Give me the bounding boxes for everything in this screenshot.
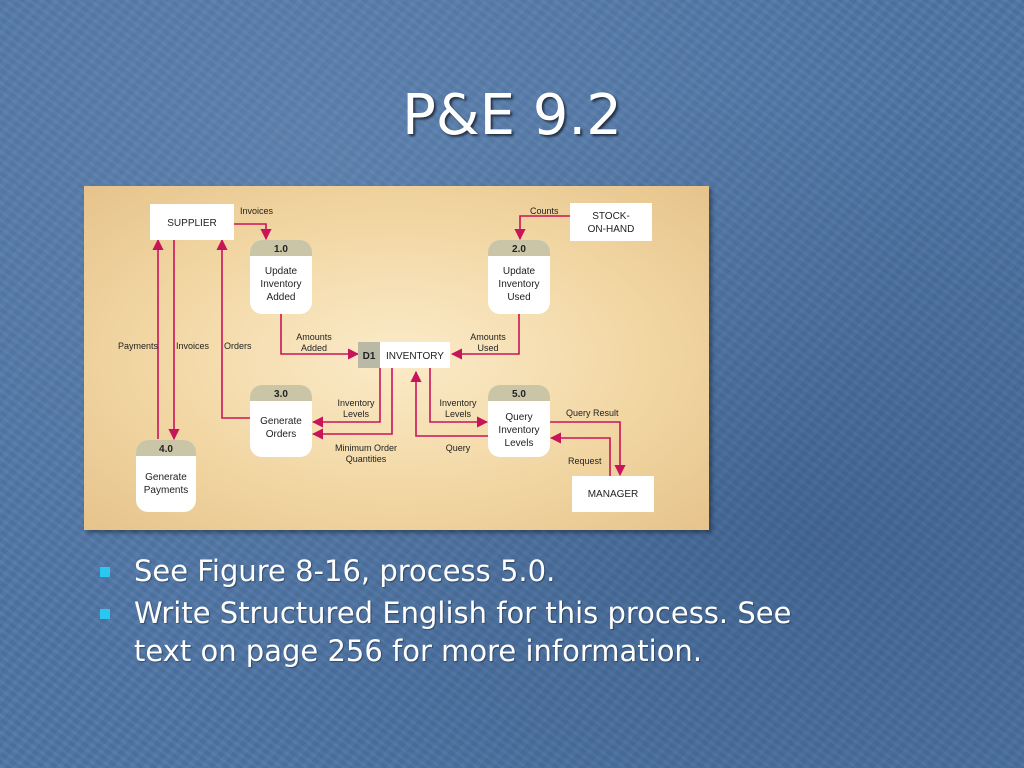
svg-text:Generate: Generate [145,472,187,483]
svg-text:1.0: 1.0 [274,244,288,255]
svg-text:2.0: 2.0 [512,244,526,255]
svg-text:MANAGER: MANAGER [588,489,639,500]
label-invoices-left: Invoices [176,341,210,351]
label-query-result: Query Result [566,408,619,418]
label-query: Query [446,443,471,453]
bullet-item: See Figure 8-16, process 5.0. [96,552,856,590]
label-minimum-order-1: Minimum Order [335,443,397,453]
entity-supplier: SUPPLIER [150,204,234,240]
entity-stock-on-hand: STOCK- ON-HAND [570,203,652,241]
flow-amounts-used [450,314,520,360]
svg-text:Orders: Orders [266,429,297,440]
label-counts: Counts [530,206,559,216]
process-1-0: 1.0 Update Inventory Added [250,240,312,314]
svg-text:Inventory: Inventory [260,279,301,290]
svg-text:Update: Update [503,266,536,277]
bullet-item: Write Structured English for this proces… [96,594,856,670]
svg-text:Used: Used [507,292,530,303]
flow-counts [514,215,570,241]
svg-text:4.0: 4.0 [159,444,173,455]
svg-text:Query: Query [505,412,532,423]
label-inventory-levels-left-2: Levels [343,409,370,419]
svg-text:Update: Update [265,266,298,277]
label-inventory-levels-right-1: Inventory [439,398,477,408]
square-bullet-icon [100,567,110,577]
flow-minimum-order [311,368,393,440]
flow-orders [216,238,250,419]
label-inventory-levels-right-2: Levels [445,409,472,419]
flow-query [410,370,488,437]
svg-text:Generate: Generate [260,416,302,427]
square-bullet-icon [100,609,110,619]
flow-request [549,432,611,476]
data-flow-diagram: SUPPLIER STOCK- ON-HAND MANAGER 1.0 Upda… [84,186,709,530]
svg-text:3.0: 3.0 [274,389,288,400]
svg-text:Inventory: Inventory [498,425,539,436]
flow-invoices-top [234,223,272,241]
process-2-0: 2.0 Update Inventory Used [488,240,550,314]
svg-text:ON-HAND: ON-HAND [588,224,635,235]
label-orders: Orders [224,341,252,351]
label-amounts-added-2: Added [301,343,327,353]
bullet-list: See Figure 8-16, process 5.0. Write Stru… [96,552,856,674]
svg-text:Inventory: Inventory [498,279,539,290]
label-invoices-top: Invoices [240,206,274,216]
label-request: Request [568,456,602,466]
label-payments: Payments [118,341,159,351]
bullet-text: Write Structured English for this proces… [134,596,792,668]
svg-text:STOCK-: STOCK- [592,211,630,222]
svg-text:5.0: 5.0 [512,389,526,400]
label-amounts-used-1: Amounts [470,332,506,342]
process-5-0: 5.0 Query Inventory Levels [488,385,550,457]
label-minimum-order-2: Quantities [346,454,387,464]
svg-text:SUPPLIER: SUPPLIER [167,218,216,229]
process-3-0: 3.0 Generate Orders [250,385,312,457]
flow-inventory-levels-right [429,368,489,428]
svg-text:Payments: Payments [144,485,188,496]
svg-text:D1: D1 [363,351,376,362]
entity-manager: MANAGER [572,476,654,512]
datastore-d1-inventory: D1 INVENTORY [358,342,450,368]
svg-text:Levels: Levels [505,438,534,449]
label-inventory-levels-left-1: Inventory [337,398,375,408]
flow-amounts-added [280,314,360,360]
svg-text:INVENTORY: INVENTORY [386,351,444,362]
bullet-text: See Figure 8-16, process 5.0. [134,554,556,588]
flow-query-result [550,421,626,477]
process-4-0: 4.0 Generate Payments [136,440,196,512]
svg-text:Added: Added [267,292,296,303]
slide-title: P&E 9.2 [402,83,622,148]
label-amounts-added-1: Amounts [296,332,332,342]
label-amounts-used-2: Used [477,343,498,353]
flow-inventory-levels-left [311,368,381,428]
